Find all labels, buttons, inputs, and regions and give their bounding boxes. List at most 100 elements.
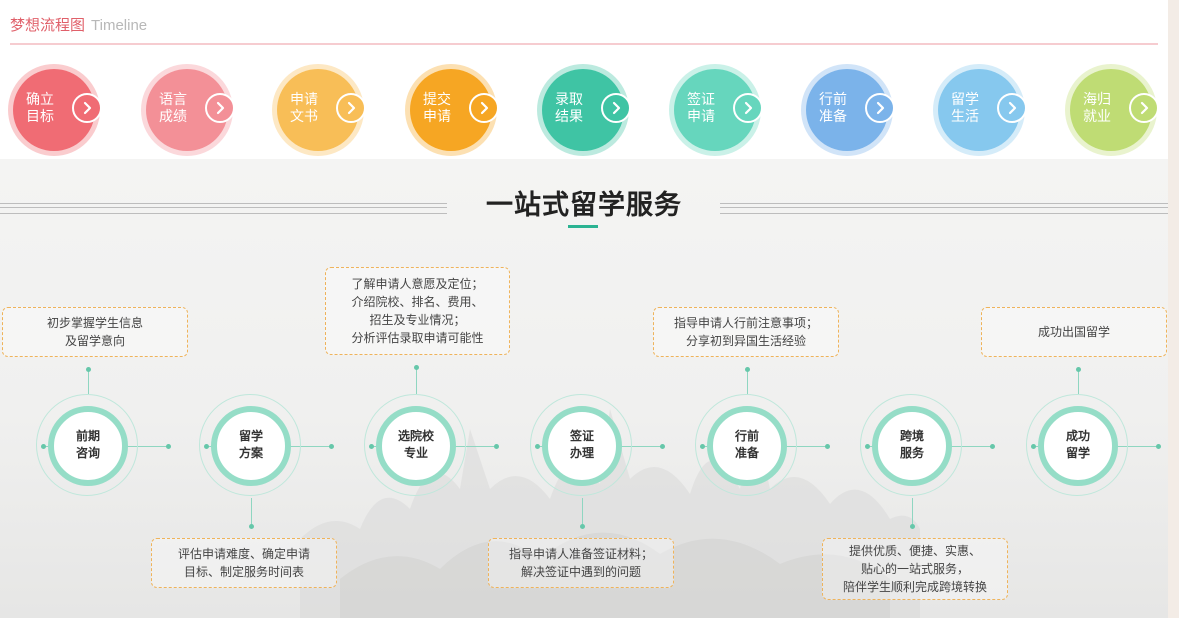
- description-line: 目标、制定服务时间表: [152, 563, 336, 581]
- node-label: 选院校专业: [376, 428, 456, 462]
- step-label-line: 语言: [155, 92, 191, 109]
- step-label-line: 准备: [815, 109, 851, 126]
- step-label-line: 申请: [286, 92, 322, 109]
- node-label-line: 签证: [542, 428, 622, 445]
- timeline-step[interactable]: 确立目标: [8, 64, 100, 156]
- chevron-right-icon[interactable]: [205, 93, 235, 123]
- connector-dot: [990, 444, 995, 449]
- node-label-line: 方案: [211, 445, 291, 462]
- description-line: 成功出国留学: [982, 323, 1166, 341]
- step-label-line: 目标: [22, 109, 58, 126]
- step-label: 留学生活: [947, 92, 983, 126]
- node-label-line: 咨询: [48, 445, 128, 462]
- description-box: 评估申请难度、确定申请目标、制定服务时间表: [151, 538, 337, 588]
- service-node[interactable]: 签证办理: [542, 406, 622, 486]
- chevron-right-icon[interactable]: [733, 93, 763, 123]
- node-label: 跨境服务: [872, 428, 952, 462]
- description-line: 提供优质、便捷、实惠、: [823, 542, 1007, 560]
- step-label-line: 成绩: [155, 109, 191, 126]
- right-edge-strip: [1168, 0, 1179, 618]
- step-label-line: 海归: [1079, 92, 1115, 109]
- step-label: 录取结果: [551, 92, 587, 126]
- step-label-line: 就业: [1079, 109, 1115, 126]
- service-node[interactable]: 跨境服务: [872, 406, 952, 486]
- timeline-step[interactable]: 留学生活: [933, 64, 1025, 156]
- vertical-connector-dot: [910, 524, 915, 529]
- chevron-right-icon[interactable]: [336, 93, 366, 123]
- connector-dot: [494, 444, 499, 449]
- vertical-connector: [416, 367, 417, 394]
- node-label-line: 前期: [48, 428, 128, 445]
- node-label: 成功留学: [1038, 428, 1118, 462]
- timeline-step[interactable]: 行前准备: [801, 64, 893, 156]
- description-box: 指导申请人准备签证材料；解决签证中遇到的问题: [488, 538, 674, 588]
- vertical-connector: [88, 369, 89, 394]
- chevron-right-icon[interactable]: [865, 93, 895, 123]
- service-section: 一站式留学服务 前期咨询留学方案选院校专业签证办理行前准备跨境服务成功留学初步掌…: [0, 159, 1168, 618]
- step-label-line: 文书: [286, 109, 322, 126]
- node-label: 行前准备: [707, 428, 787, 462]
- step-label-line: 确立: [22, 92, 58, 109]
- description-box: 了解申请人意愿及定位；介绍院校、排名、费用、招生及专业情况；分析评估录取申请可能…: [325, 267, 510, 355]
- timeline-step[interactable]: 海归就业: [1065, 64, 1157, 156]
- timeline-step[interactable]: 签证申请: [669, 64, 761, 156]
- connector-dot: [329, 444, 334, 449]
- timeline-step[interactable]: 申请文书: [272, 64, 364, 156]
- chevron-right-icon[interactable]: [1129, 93, 1159, 123]
- service-node[interactable]: 选院校专业: [376, 406, 456, 486]
- service-node[interactable]: 前期咨询: [48, 406, 128, 486]
- connector-dot: [1156, 444, 1161, 449]
- service-node[interactable]: 留学方案: [211, 406, 291, 486]
- node-label-line: 准备: [707, 445, 787, 462]
- timeline-steps: 确立目标语言成绩申请文书提交申请录取结果签证申请行前准备留学生活海归就业: [0, 64, 1168, 156]
- vertical-connector-dot: [86, 367, 91, 372]
- step-label: 提交申请: [419, 92, 455, 126]
- description-line: 及留学意向: [3, 332, 187, 350]
- chevron-right-icon[interactable]: [601, 93, 631, 123]
- header-divider: [10, 43, 1158, 45]
- node-label: 签证办理: [542, 428, 622, 462]
- chevron-right-icon[interactable]: [72, 93, 102, 123]
- node-label-line: 跨境: [872, 428, 952, 445]
- description-box: 初步掌握学生信息及留学意向: [2, 307, 188, 357]
- vertical-connector: [912, 498, 913, 526]
- timeline-step[interactable]: 语言成绩: [141, 64, 233, 156]
- node-label: 留学方案: [211, 428, 291, 462]
- service-node[interactable]: 成功留学: [1038, 406, 1118, 486]
- vertical-connector-dot: [249, 524, 254, 529]
- step-label: 行前准备: [815, 92, 851, 126]
- step-label: 签证申请: [683, 92, 719, 126]
- title-accent-bar: [568, 225, 598, 228]
- vertical-connector: [1078, 369, 1079, 394]
- timeline-step[interactable]: 提交申请: [405, 64, 497, 156]
- step-label-line: 申请: [683, 109, 719, 126]
- chevron-right-icon[interactable]: [469, 93, 499, 123]
- vertical-connector-dot: [1076, 367, 1081, 372]
- timeline-step[interactable]: 录取结果: [537, 64, 629, 156]
- description-line: 指导申请人行前注意事项；: [654, 314, 838, 332]
- step-label: 确立目标: [22, 92, 58, 126]
- description-line: 分析评估录取申请可能性: [326, 329, 509, 347]
- description-box: 成功出国留学: [981, 307, 1167, 357]
- description-line: 解决签证中遇到的问题: [489, 563, 673, 581]
- description-line: 初步掌握学生信息: [3, 314, 187, 332]
- step-label-line: 生活: [947, 109, 983, 126]
- description-box: 提供优质、便捷、实惠、贴心的一站式服务，陪伴学生顺利完成跨境转换: [822, 538, 1008, 600]
- node-label-line: 选院校: [376, 428, 456, 445]
- description-line: 贴心的一站式服务，: [823, 560, 1007, 578]
- description-line: 陪伴学生顺利完成跨境转换: [823, 578, 1007, 596]
- chevron-right-icon[interactable]: [997, 93, 1027, 123]
- step-label: 语言成绩: [155, 92, 191, 126]
- service-title: 一站式留学服务: [0, 183, 1168, 222]
- vertical-connector-dot: [580, 524, 585, 529]
- node-label-line: 行前: [707, 428, 787, 445]
- node-label-line: 成功: [1038, 428, 1118, 445]
- node-label: 前期咨询: [48, 428, 128, 462]
- node-label-line: 办理: [542, 445, 622, 462]
- service-node[interactable]: 行前准备: [707, 406, 787, 486]
- node-label-line: 留学: [1038, 445, 1118, 462]
- step-label: 申请文书: [286, 92, 322, 126]
- step-label-line: 申请: [419, 109, 455, 126]
- vertical-connector-dot: [745, 367, 750, 372]
